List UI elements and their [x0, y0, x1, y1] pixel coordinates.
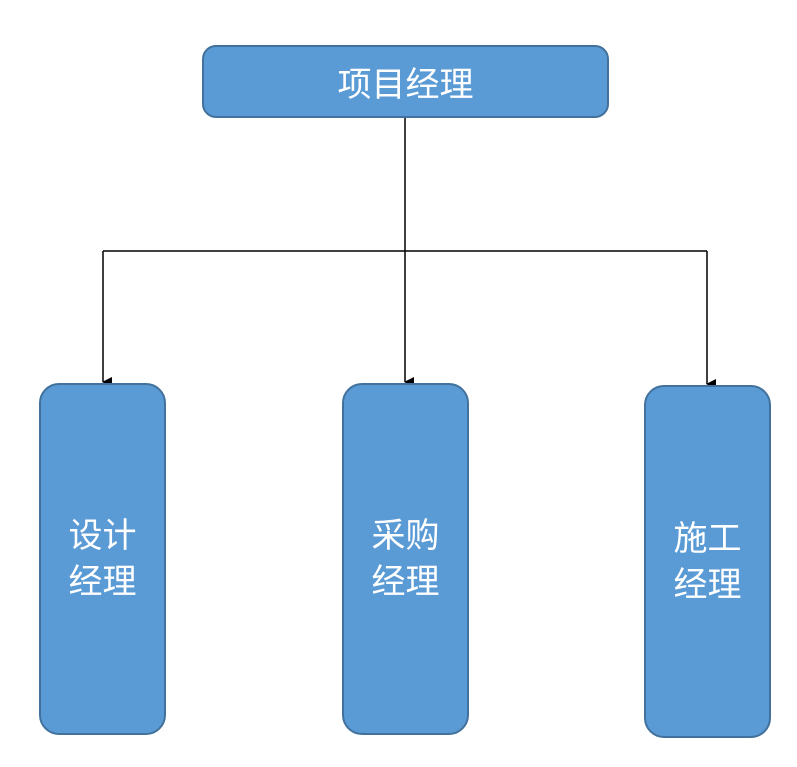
procurement-manager-box[interactable]: 采购经理	[342, 383, 469, 735]
construction-manager-label: 施工经理	[673, 518, 742, 605]
design-manager-box[interactable]: 设计经理	[39, 383, 166, 735]
construction-manager-box[interactable]: 施工经理	[644, 385, 771, 738]
project-manager-label: 项目经理	[337, 65, 474, 105]
procurement-manager-label: 采购经理	[371, 516, 440, 602]
project-manager-box[interactable]: 项目经理	[202, 45, 609, 118]
design-manager-label: 设计经理	[68, 516, 137, 602]
